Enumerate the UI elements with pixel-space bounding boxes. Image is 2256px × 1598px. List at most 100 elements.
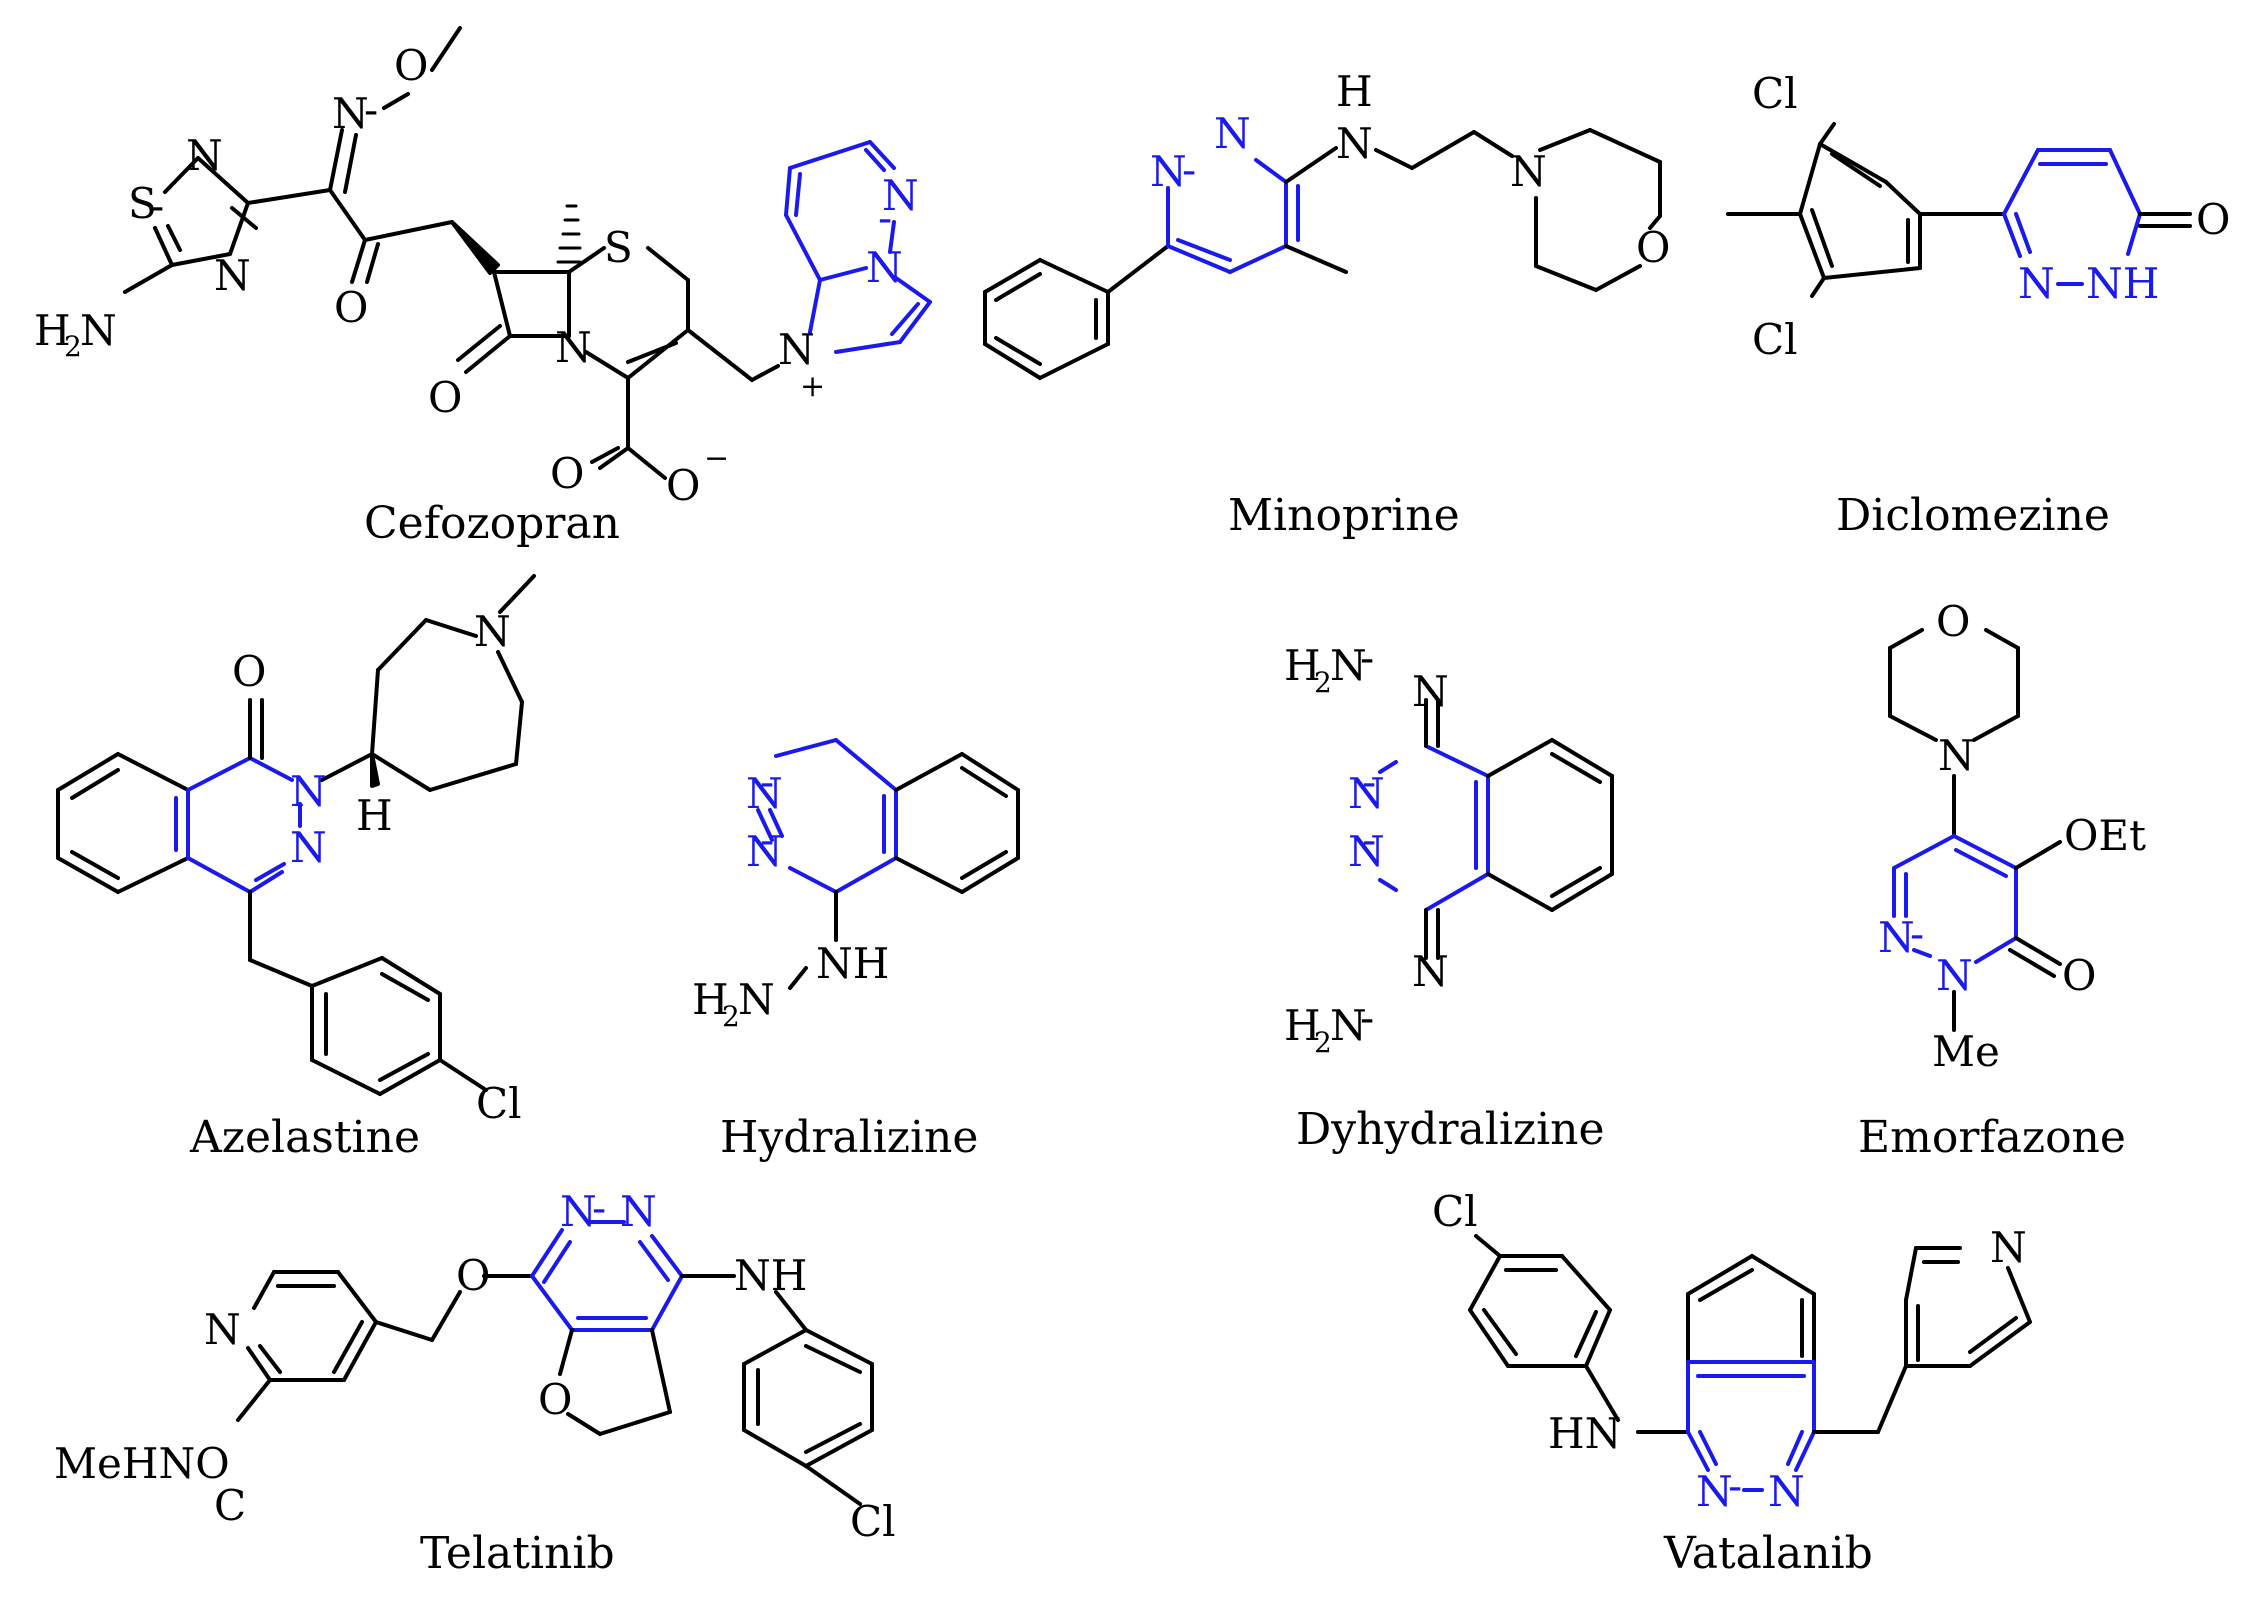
- atom-n: N: [560, 1187, 597, 1236]
- atom-o: O: [550, 449, 584, 498]
- vatalanib-structure: Cl HN N - N N Vatalanib: [1432, 1187, 2032, 1579]
- compound-name-minoprine: Minoprine: [1228, 490, 1460, 541]
- atom-n: N: [332, 89, 369, 138]
- atom-dash: -: [760, 815, 774, 864]
- atom-n: N: [1936, 951, 1973, 1000]
- atom-n: N: [866, 243, 903, 292]
- atom-nh: NH: [2086, 259, 2159, 308]
- charge-minus: −: [704, 441, 729, 476]
- atom-me: Me: [1932, 1027, 2000, 1076]
- atom-n: N: [620, 1187, 657, 1236]
- atom-mehno: MeHNO: [54, 1439, 230, 1488]
- atom-n: N: [1330, 1001, 1367, 1050]
- atom-n: N: [1878, 913, 1915, 962]
- cefozopran-structure: S - N N H 2 N N - O O S N O O O − N + N …: [34, 26, 932, 549]
- atom-dash: -: [1362, 757, 1376, 806]
- atom-dash: -: [1182, 145, 1196, 194]
- atom-o: O: [232, 647, 266, 696]
- atom-h: H: [1284, 641, 1321, 690]
- atom-c: C: [214, 1481, 246, 1530]
- atom-n: N: [204, 1305, 241, 1354]
- emorfazone-structure: O N OEt O N - N Me Emorfazone: [1858, 597, 2146, 1163]
- atom-cl: Cl: [476, 1079, 522, 1128]
- atom-o: O: [334, 283, 368, 332]
- atom-dash: -: [1910, 909, 1924, 958]
- atom-n: N: [1412, 667, 1449, 716]
- atom-cl: Cl: [1752, 69, 1798, 118]
- atom-h: H: [34, 306, 71, 355]
- atom-n: N: [1696, 1467, 1733, 1516]
- atom-n: N: [290, 823, 327, 872]
- atom-h: H: [1284, 1001, 1321, 1050]
- atom-cl: Cl: [1752, 315, 1798, 364]
- compound-name-emorfazone: Emorfazone: [1858, 1112, 2126, 1163]
- atom-hn: HN: [1548, 1409, 1621, 1458]
- atom-cl: Cl: [850, 1497, 896, 1546]
- atom-o: O: [2062, 951, 2096, 1000]
- compound-name-diclomezine: Diclomezine: [1836, 490, 2110, 541]
- atom-o: O: [428, 373, 462, 422]
- atom-dash: -: [760, 757, 774, 806]
- atom-n: N: [1412, 947, 1449, 996]
- telatinib-structure: N MeHNO C O N - N O NH Cl Telatinib: [54, 1183, 896, 1579]
- atom-dash: -: [1362, 815, 1376, 864]
- atom-n: N: [80, 306, 117, 355]
- atom-n: N: [1150, 147, 1187, 196]
- compound-name-telatinib: Telatinib: [420, 1528, 615, 1579]
- atom-dash: -: [1728, 1461, 1742, 1510]
- atom-n: N: [746, 827, 783, 876]
- atom-o: O: [538, 1375, 572, 1424]
- atom-nh: NH: [734, 1251, 807, 1300]
- atom-subscript: 2: [1314, 666, 1332, 699]
- atom-o: O: [1936, 597, 1970, 646]
- atom-n: N: [1768, 1467, 1805, 1516]
- hydralizine-structure: N - N - NH H 2 N Hydralizine: [692, 738, 1020, 1163]
- atom-dash: -: [1360, 993, 1374, 1042]
- compound-name-cefozopran: Cefozopran: [364, 498, 620, 549]
- atom-n: N: [1510, 147, 1547, 196]
- minoprine-structure: N - N H N N O Minoprine: [983, 67, 1670, 541]
- atom-n: N: [738, 975, 775, 1024]
- atom-n: N: [778, 325, 815, 374]
- atom-n: N: [1348, 827, 1385, 876]
- atom-subscript: 2: [64, 330, 82, 363]
- atom-dash: -: [1360, 633, 1374, 682]
- atom-o: O: [1636, 223, 1670, 272]
- atom-n: N: [1990, 1223, 2027, 1272]
- dyhydralizine-structure: H 2 N - N N - N - N H 2 N - Dyhydralizin…: [1284, 633, 1614, 1155]
- atom-n: N: [1214, 109, 1251, 158]
- compound-name-hydralizine: Hydralizine: [720, 1112, 978, 1163]
- diclomezine-structure: Cl Cl O N NH Diclomezine: [1726, 69, 2230, 541]
- atom-h: H: [1336, 67, 1373, 116]
- atom-subscript: 2: [722, 1000, 740, 1033]
- atom-n: N: [882, 171, 919, 220]
- compound-name-vatalanib: Vatalanib: [1663, 1528, 1873, 1579]
- atom-n: N: [555, 323, 592, 372]
- atom-dash: -: [364, 85, 378, 134]
- atom-s: S: [604, 223, 633, 272]
- atom-o: O: [394, 41, 428, 90]
- atom-h: H: [692, 975, 729, 1024]
- atom-h: H: [356, 791, 393, 840]
- azelastine-structure: O N N H N Cl Azelastine: [56, 574, 536, 1163]
- compound-name-azelastine: Azelastine: [189, 1112, 420, 1163]
- atom-o: O: [2196, 195, 2230, 244]
- atom-s: S: [128, 179, 157, 228]
- atom-o: O: [666, 461, 700, 510]
- atom-subscript: 2: [1314, 1026, 1332, 1059]
- atom-nh: NH: [816, 939, 889, 988]
- charge-plus: +: [800, 369, 825, 404]
- atom-dash: -: [150, 181, 164, 230]
- atom-n: N: [1348, 769, 1385, 818]
- atom-n: N: [186, 131, 223, 180]
- atom-dash: -: [592, 1183, 606, 1232]
- atom-n: N: [1336, 119, 1373, 168]
- atom-n: N: [2018, 259, 2055, 308]
- atom-n: N: [290, 767, 327, 816]
- atom-n: N: [746, 769, 783, 818]
- atom-n: N: [214, 251, 251, 300]
- atom-n: N: [474, 607, 511, 656]
- atom-o: O: [456, 1251, 490, 1300]
- atom-cl: Cl: [1432, 1187, 1478, 1236]
